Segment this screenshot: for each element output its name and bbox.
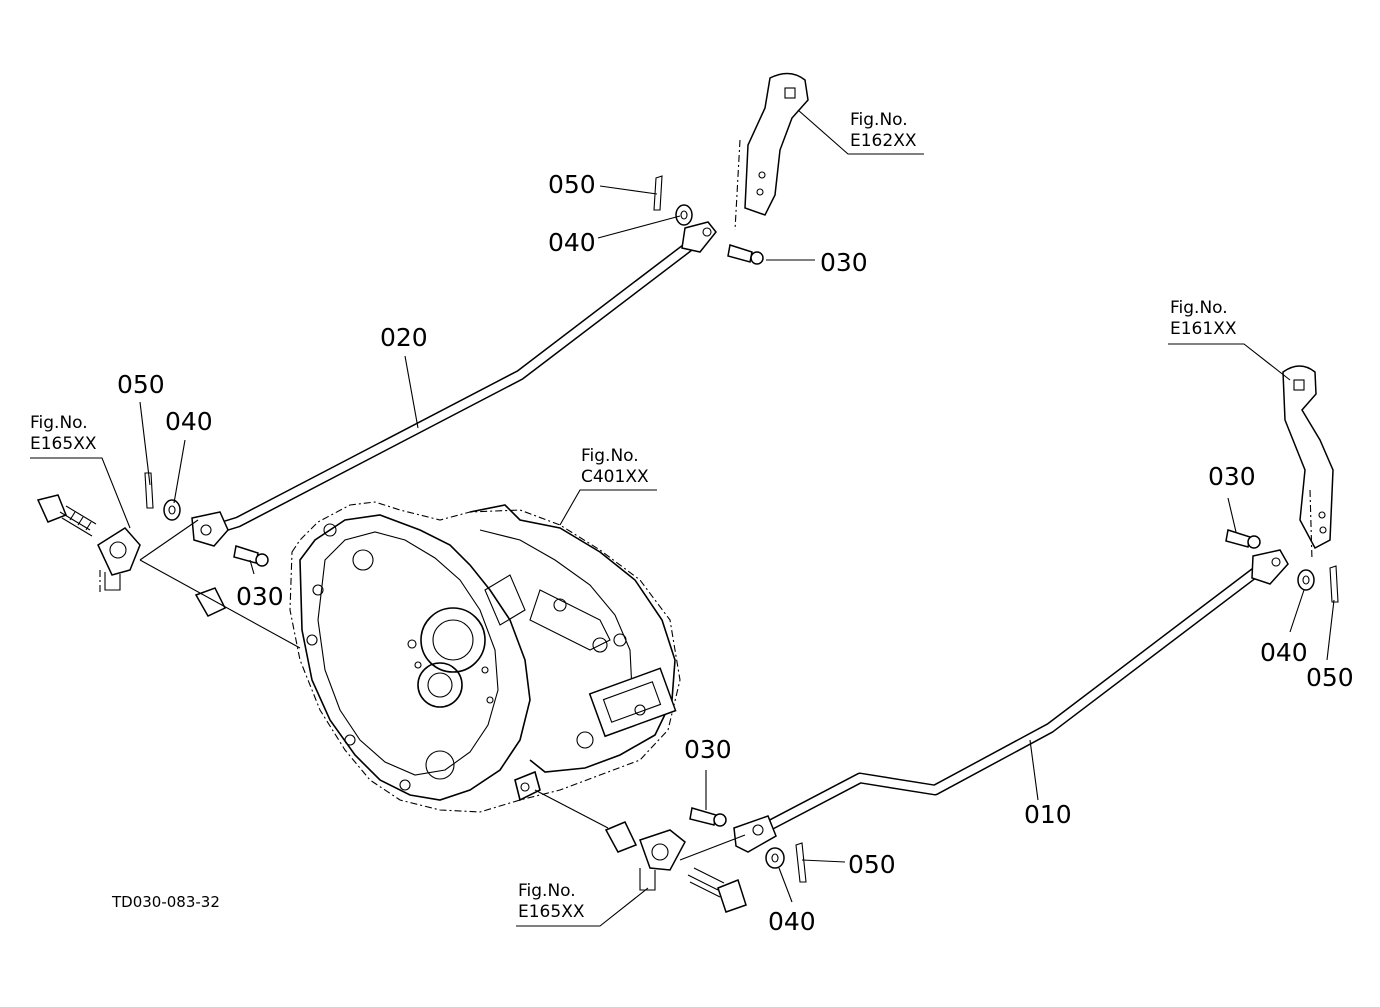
arm-e161 bbox=[1282, 365, 1334, 561]
drawing-code: TD030-083-32 bbox=[112, 893, 220, 911]
figref-e162-prefix: Fig.No. bbox=[850, 110, 908, 130]
bracket-e165-bottom bbox=[534, 789, 747, 913]
leader-lines bbox=[30, 109, 1335, 927]
figref-e165-bottom-prefix: Fig.No. bbox=[518, 881, 576, 901]
label-040-right: 040 bbox=[1260, 638, 1308, 667]
rod-010 bbox=[733, 549, 1289, 853]
figref-c401-code: C401XX bbox=[581, 467, 649, 487]
figref-e161-prefix: Fig.No. bbox=[1170, 298, 1228, 318]
label-040-top: 040 bbox=[548, 228, 596, 257]
figref-e162-code: E162XX bbox=[850, 131, 917, 151]
figref-e165-bottom: Fig.No. E165XX bbox=[518, 881, 584, 923]
transmission-housing bbox=[289, 501, 681, 813]
figref-e165-left: Fig.No. E165XX bbox=[30, 413, 96, 455]
bracket-e165-left bbox=[36, 494, 301, 649]
label-030-left: 030 bbox=[236, 582, 284, 611]
label-030-right: 030 bbox=[1208, 462, 1256, 491]
label-050-top: 050 bbox=[548, 170, 596, 199]
label-040-left: 040 bbox=[165, 407, 213, 436]
figref-e162: Fig.No. E162XX bbox=[850, 110, 916, 152]
label-050-left: 050 bbox=[117, 370, 165, 399]
figref-e165-left-prefix: Fig.No. bbox=[30, 413, 88, 433]
figref-e165-left-code: E165XX bbox=[30, 434, 97, 454]
figref-c401-prefix: Fig.No. bbox=[581, 446, 639, 466]
label-030-bottom: 030 bbox=[684, 735, 732, 764]
label-040-bottom: 040 bbox=[768, 907, 816, 936]
label-050-bottom: 050 bbox=[848, 850, 896, 879]
figref-c401: Fig.No. C401XX bbox=[581, 446, 649, 488]
label-030-top: 030 bbox=[820, 248, 868, 277]
hardware bbox=[144, 175, 1339, 883]
label-050-right: 050 bbox=[1306, 663, 1354, 692]
rod-020 bbox=[191, 221, 717, 547]
label-020: 020 bbox=[380, 323, 428, 352]
figref-e161-code: E161XX bbox=[1170, 319, 1237, 339]
figref-e161: Fig.No. E161XX bbox=[1170, 298, 1236, 340]
label-010: 010 bbox=[1024, 800, 1072, 829]
arm-e162 bbox=[734, 72, 809, 231]
figref-e165-bottom-code: E165XX bbox=[518, 902, 585, 922]
